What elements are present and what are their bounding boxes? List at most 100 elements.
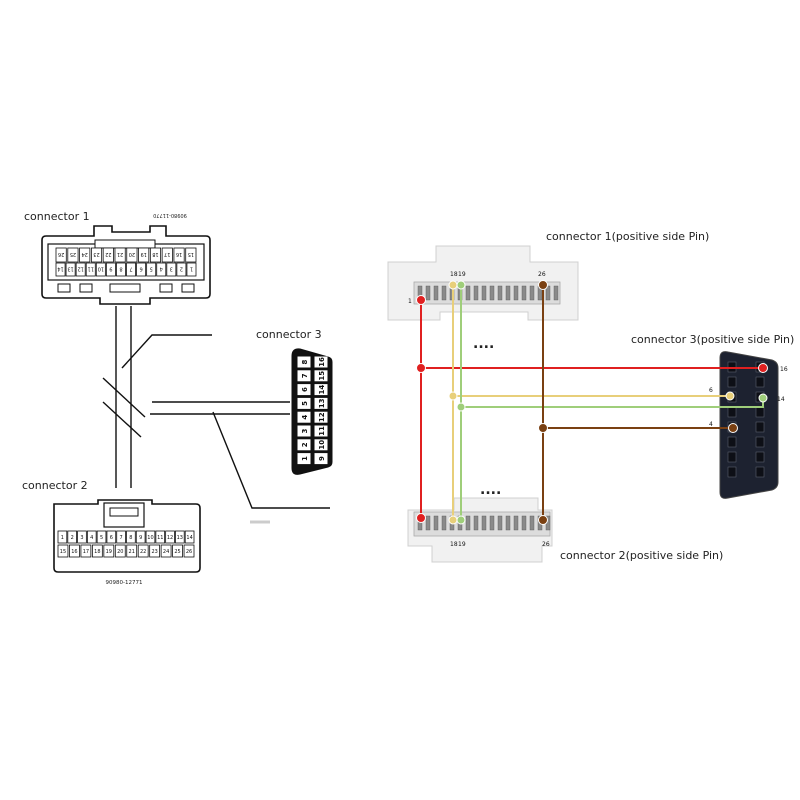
pin-cell	[90, 247, 103, 263]
pin-number: 21	[117, 251, 123, 257]
left-connector-1-lug	[181, 283, 195, 293]
wire-junction-dots	[416, 280, 768, 525]
obd-pin-number: 16	[318, 357, 326, 367]
pin-number: 4	[90, 535, 93, 541]
obd-pin-cell	[314, 453, 328, 465]
pin-number: 12	[167, 535, 173, 541]
pin-cell	[77, 530, 87, 544]
obd-pin-cell	[297, 439, 311, 451]
pin-cell	[96, 530, 107, 544]
pin-number: 10	[147, 535, 153, 541]
pin-number: 25	[174, 549, 180, 555]
pin-cell	[137, 544, 149, 558]
pin-number: 26	[58, 251, 64, 257]
pin-cell	[145, 530, 156, 544]
obd-pin-cell	[297, 397, 311, 409]
pin-cell	[57, 544, 69, 558]
left-connector-2-latch-inner	[109, 507, 139, 517]
pin-slot	[497, 515, 503, 531]
obd-pin-cell	[314, 425, 328, 437]
obd-socket	[755, 451, 765, 463]
obd-socket	[755, 421, 765, 433]
obd-pin-number: 10	[318, 440, 326, 450]
left-connector-3-label: connector 3	[256, 328, 322, 341]
pin-slot	[481, 285, 487, 301]
pin-number: 19	[106, 549, 112, 555]
obd-pin-number: 15	[318, 371, 326, 381]
pin-slot	[545, 285, 551, 301]
pin-cell	[175, 530, 185, 544]
junction-dot-brown	[538, 280, 548, 290]
schematic-wire	[212, 411, 330, 509]
pin-cell	[106, 530, 117, 544]
obd-pin-number: 14	[318, 385, 326, 395]
pin-slot	[521, 515, 527, 531]
obd-pin-cell	[314, 370, 328, 382]
pin-number: 6	[110, 535, 113, 541]
pin-cell	[135, 530, 146, 544]
junction-dot-red	[416, 513, 426, 523]
pin-slot	[529, 285, 535, 301]
pin-number: 3	[80, 535, 83, 541]
pin-number: 20	[129, 251, 135, 257]
right-connector-2-pin-19-label: 19	[458, 541, 466, 548]
obd-pin-number: 12	[318, 412, 326, 422]
pin-cell	[116, 262, 126, 277]
pin-number: 18	[94, 549, 100, 555]
junction-dot-green	[456, 515, 466, 525]
junction-dot-brown	[538, 515, 548, 525]
pin-slot	[433, 515, 439, 531]
pin-cell	[126, 247, 138, 263]
right-connector-2-label: connector 2(positive side Pin)	[560, 549, 723, 562]
pin-number: 2	[180, 266, 183, 272]
obd-pin-number: 6	[301, 387, 309, 392]
obd-pin-number: 2	[301, 442, 309, 447]
right-connector-1-pin-1-label: 1	[408, 298, 412, 305]
right-connector-2-pins	[417, 515, 551, 531]
pin-number: 6	[140, 266, 143, 272]
pin-cell	[80, 544, 92, 558]
pin-cell	[149, 544, 161, 558]
pin-number: 14	[57, 266, 63, 272]
pin-number: 9	[109, 266, 112, 272]
right-connector-1-pin-26-label: 26	[538, 271, 546, 278]
pin-cell	[85, 262, 96, 277]
pin-cell	[126, 530, 136, 544]
pin-cell	[183, 544, 195, 558]
pin-cell	[67, 530, 77, 544]
schematic-wires	[102, 306, 330, 524]
obd-pin-number: 7	[301, 373, 309, 378]
junction-dot-red	[758, 363, 768, 373]
pin-number: 13	[67, 266, 73, 272]
pin-slot	[489, 285, 495, 301]
pin-number: 11	[88, 266, 94, 272]
obd-socket	[755, 466, 765, 478]
right-connector-2-pin-26-label: 26	[542, 541, 550, 548]
right-connector-2: 18 19 26 connector 2(positive side Pin)	[407, 497, 723, 563]
obd-pin-cell	[314, 439, 328, 451]
obd-pin-cell	[297, 411, 311, 423]
pin-cell	[185, 247, 197, 263]
pin-slot	[505, 515, 511, 531]
pin-cell	[57, 530, 68, 544]
obd-socket	[755, 376, 765, 388]
pin-cell	[114, 544, 126, 558]
junction-dot-green	[456, 280, 466, 290]
pin-cell	[126, 262, 136, 277]
left-connector-1-latch	[94, 239, 156, 249]
pin-number: 9	[139, 535, 142, 541]
obd-pin-cell	[297, 453, 311, 465]
pin-slot	[441, 515, 447, 531]
junction-dot-yellow	[448, 515, 458, 525]
junction-dot-brown	[538, 423, 548, 433]
pin-cell	[176, 262, 187, 277]
pin-number: 17	[164, 251, 170, 257]
right-connector-3-label: connector 3(positive side Pin)	[631, 333, 794, 346]
pin-number: 3	[170, 266, 173, 272]
obd-pin-cell	[297, 370, 311, 382]
